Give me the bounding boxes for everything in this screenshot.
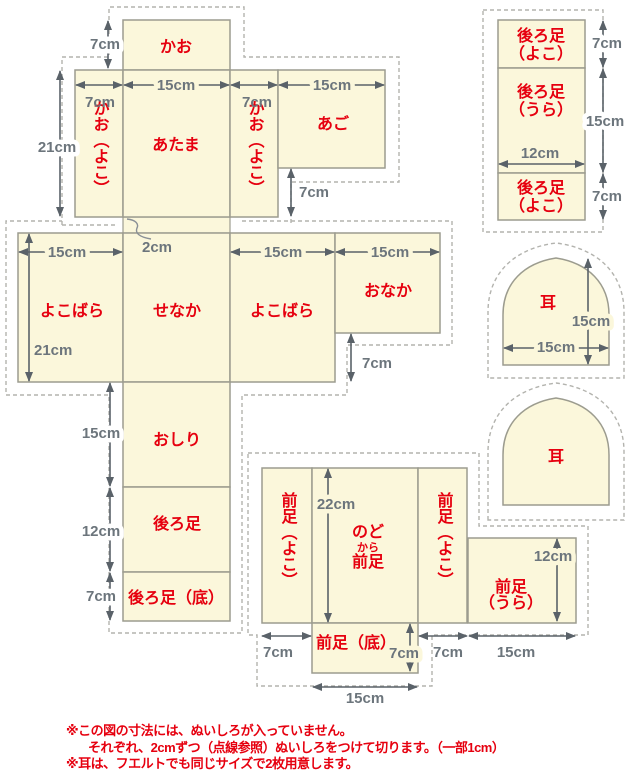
piece-mimi-1 [502, 257, 610, 366]
head-group: かお あたま かお（よこ） かお（よこ） あご 7cm 15cm 7cm 7cm… [33, 6, 400, 234]
label-yokobara-right: よこばら [250, 302, 314, 320]
piece-mimi-2 [502, 397, 610, 506]
dim-label: 15cm [313, 77, 351, 94]
dim-label: 7cm [592, 35, 622, 52]
label-ushiro-ashi-yoko-2b: （よこ） [509, 197, 573, 215]
ears-group: 耳 15cm 15cm 耳 [487, 242, 625, 521]
dim-label: 15cm [572, 313, 610, 330]
dim-label: 7cm [263, 644, 293, 661]
dim-label: 7cm [389, 645, 419, 662]
label-atama: あたま [152, 136, 200, 154]
dim-label: 15cm [497, 644, 535, 661]
dim-label: 15cm [586, 113, 624, 130]
label-mae-ashi-ura: 前足 [495, 577, 528, 596]
note-line-1: ※この図の寸法には、ぬいしろが入っていません。 [66, 723, 352, 738]
dim-label: 7cm [90, 36, 120, 53]
note-line-2: それぞれ、2cmずつ（点線参照）ぬいしろをつけて切ります。（一部1cm） [88, 740, 504, 755]
piece-connector-atama-senaka [122, 216, 231, 234]
dim-label: 7cm [592, 188, 622, 205]
label-ago: あご [317, 114, 349, 133]
label-ushiro-ashi-ura-b: （うら） [509, 101, 573, 119]
label-oshiri: おしり [153, 431, 201, 449]
piece-ushiro-ashi [122, 486, 231, 573]
dim-label: 15cm [157, 77, 195, 94]
piece-mae-ashi-yoko-right [417, 467, 468, 624]
piece-ushiro-ashi-yoko-2 [497, 172, 586, 221]
head-cut-outline [61, 6, 400, 226]
backleg-group: 後ろ足 （よこ） 後ろ足 （うら） 後ろ足 （よこ） 12cm 7cm 15cm… [482, 9, 629, 233]
piece-mae-ashi-soko [311, 622, 419, 674]
frontleg-group: 前足（よこ） のど から 前足 前足（よこ） 前足（底） 前足 （うら） 22c… [247, 452, 589, 707]
label-kao-yoko-right: かお（よこ） [246, 100, 265, 196]
body-group: よこばら せなか よこばら おなか おしり 後ろ足 後ろ足（底） 15cm 21… [5, 218, 453, 634]
backleg-cut-outline [482, 9, 604, 233]
dim-label: 15cm [346, 690, 384, 707]
dim-label: 21cm [38, 139, 76, 156]
label-mae-ashi-center: 前足 [352, 552, 385, 571]
label-nodo: のど [352, 523, 384, 541]
label-mimi-1: 耳 [540, 294, 556, 312]
label-kara: から [357, 541, 379, 554]
dim-label: 15cm [82, 425, 120, 442]
dim-label: 7cm [299, 184, 329, 201]
piece-ushiro-ashi-yoko-1 [497, 19, 586, 69]
dim-label: 7cm [85, 94, 115, 111]
dim-label: 7cm [362, 355, 392, 372]
dim-label: 7cm [242, 94, 272, 111]
label-ushiro-ashi-ura: 後ろ足 [517, 82, 566, 101]
label-kao: かお [160, 38, 192, 56]
dim-label: 22cm [317, 496, 355, 513]
piece-yokobara-right [229, 232, 336, 383]
dim-label: 15cm [371, 244, 409, 261]
dim-label: 12cm [82, 523, 120, 540]
label-senaka: せなか [153, 302, 201, 320]
dim-label: 21cm [34, 342, 72, 359]
label-ushiro-ashi-yoko-1b: （よこ） [509, 45, 573, 63]
dim-label: 15cm [264, 244, 302, 261]
label-mae-ashi-ura-b: （うら） [479, 594, 543, 612]
label-mae-ashi-yoko-left: 前足（よこ） [279, 491, 298, 588]
label-mae-ashi-yoko-right: 前足（よこ） [435, 491, 454, 588]
dim-label-seam: 2cm [142, 239, 172, 256]
ear2-cut-outline [487, 382, 625, 521]
label-ushiro-ashi: 後ろ足 [153, 514, 202, 533]
footnotes: ※この図の寸法には、ぬいしろが入っていません。 それぞれ、2cmずつ（点線参照）… [66, 723, 505, 771]
dim-label: 15cm [537, 339, 575, 356]
label-yokobara-left: よこばら [40, 302, 104, 320]
dim-label: 12cm [534, 548, 572, 565]
dim-label: 15cm [48, 244, 86, 261]
piece-kao-yoko-left [74, 69, 124, 218]
label-kao-yoko-left: かお（よこ） [91, 100, 110, 196]
piece-ushiro-ashi-soko [122, 571, 231, 622]
label-mae-ashi-soko: 前足（底） [316, 633, 396, 652]
dim-label: 7cm [433, 644, 463, 661]
label-mimi-2: 耳 [548, 448, 564, 466]
dim-label: 7cm [86, 588, 116, 605]
ear1-cut-outline [487, 242, 625, 379]
seam-brace [126, 218, 152, 240]
label-ushiro-ashi-soko: 後ろ足（底） [128, 588, 224, 607]
label-onaka: おなか [364, 282, 412, 300]
note-line-3: ※耳は、フエルトでも同じサイズで2枚用意します。 [66, 756, 358, 771]
dim-label: 12cm [521, 145, 559, 162]
piece-kao-yoko-right [229, 69, 279, 218]
label-ushiro-ashi-yoko-1: 後ろ足 [517, 26, 566, 45]
piece-oshiri [122, 381, 231, 488]
label-ushiro-ashi-yoko-2: 後ろ足 [517, 178, 566, 197]
